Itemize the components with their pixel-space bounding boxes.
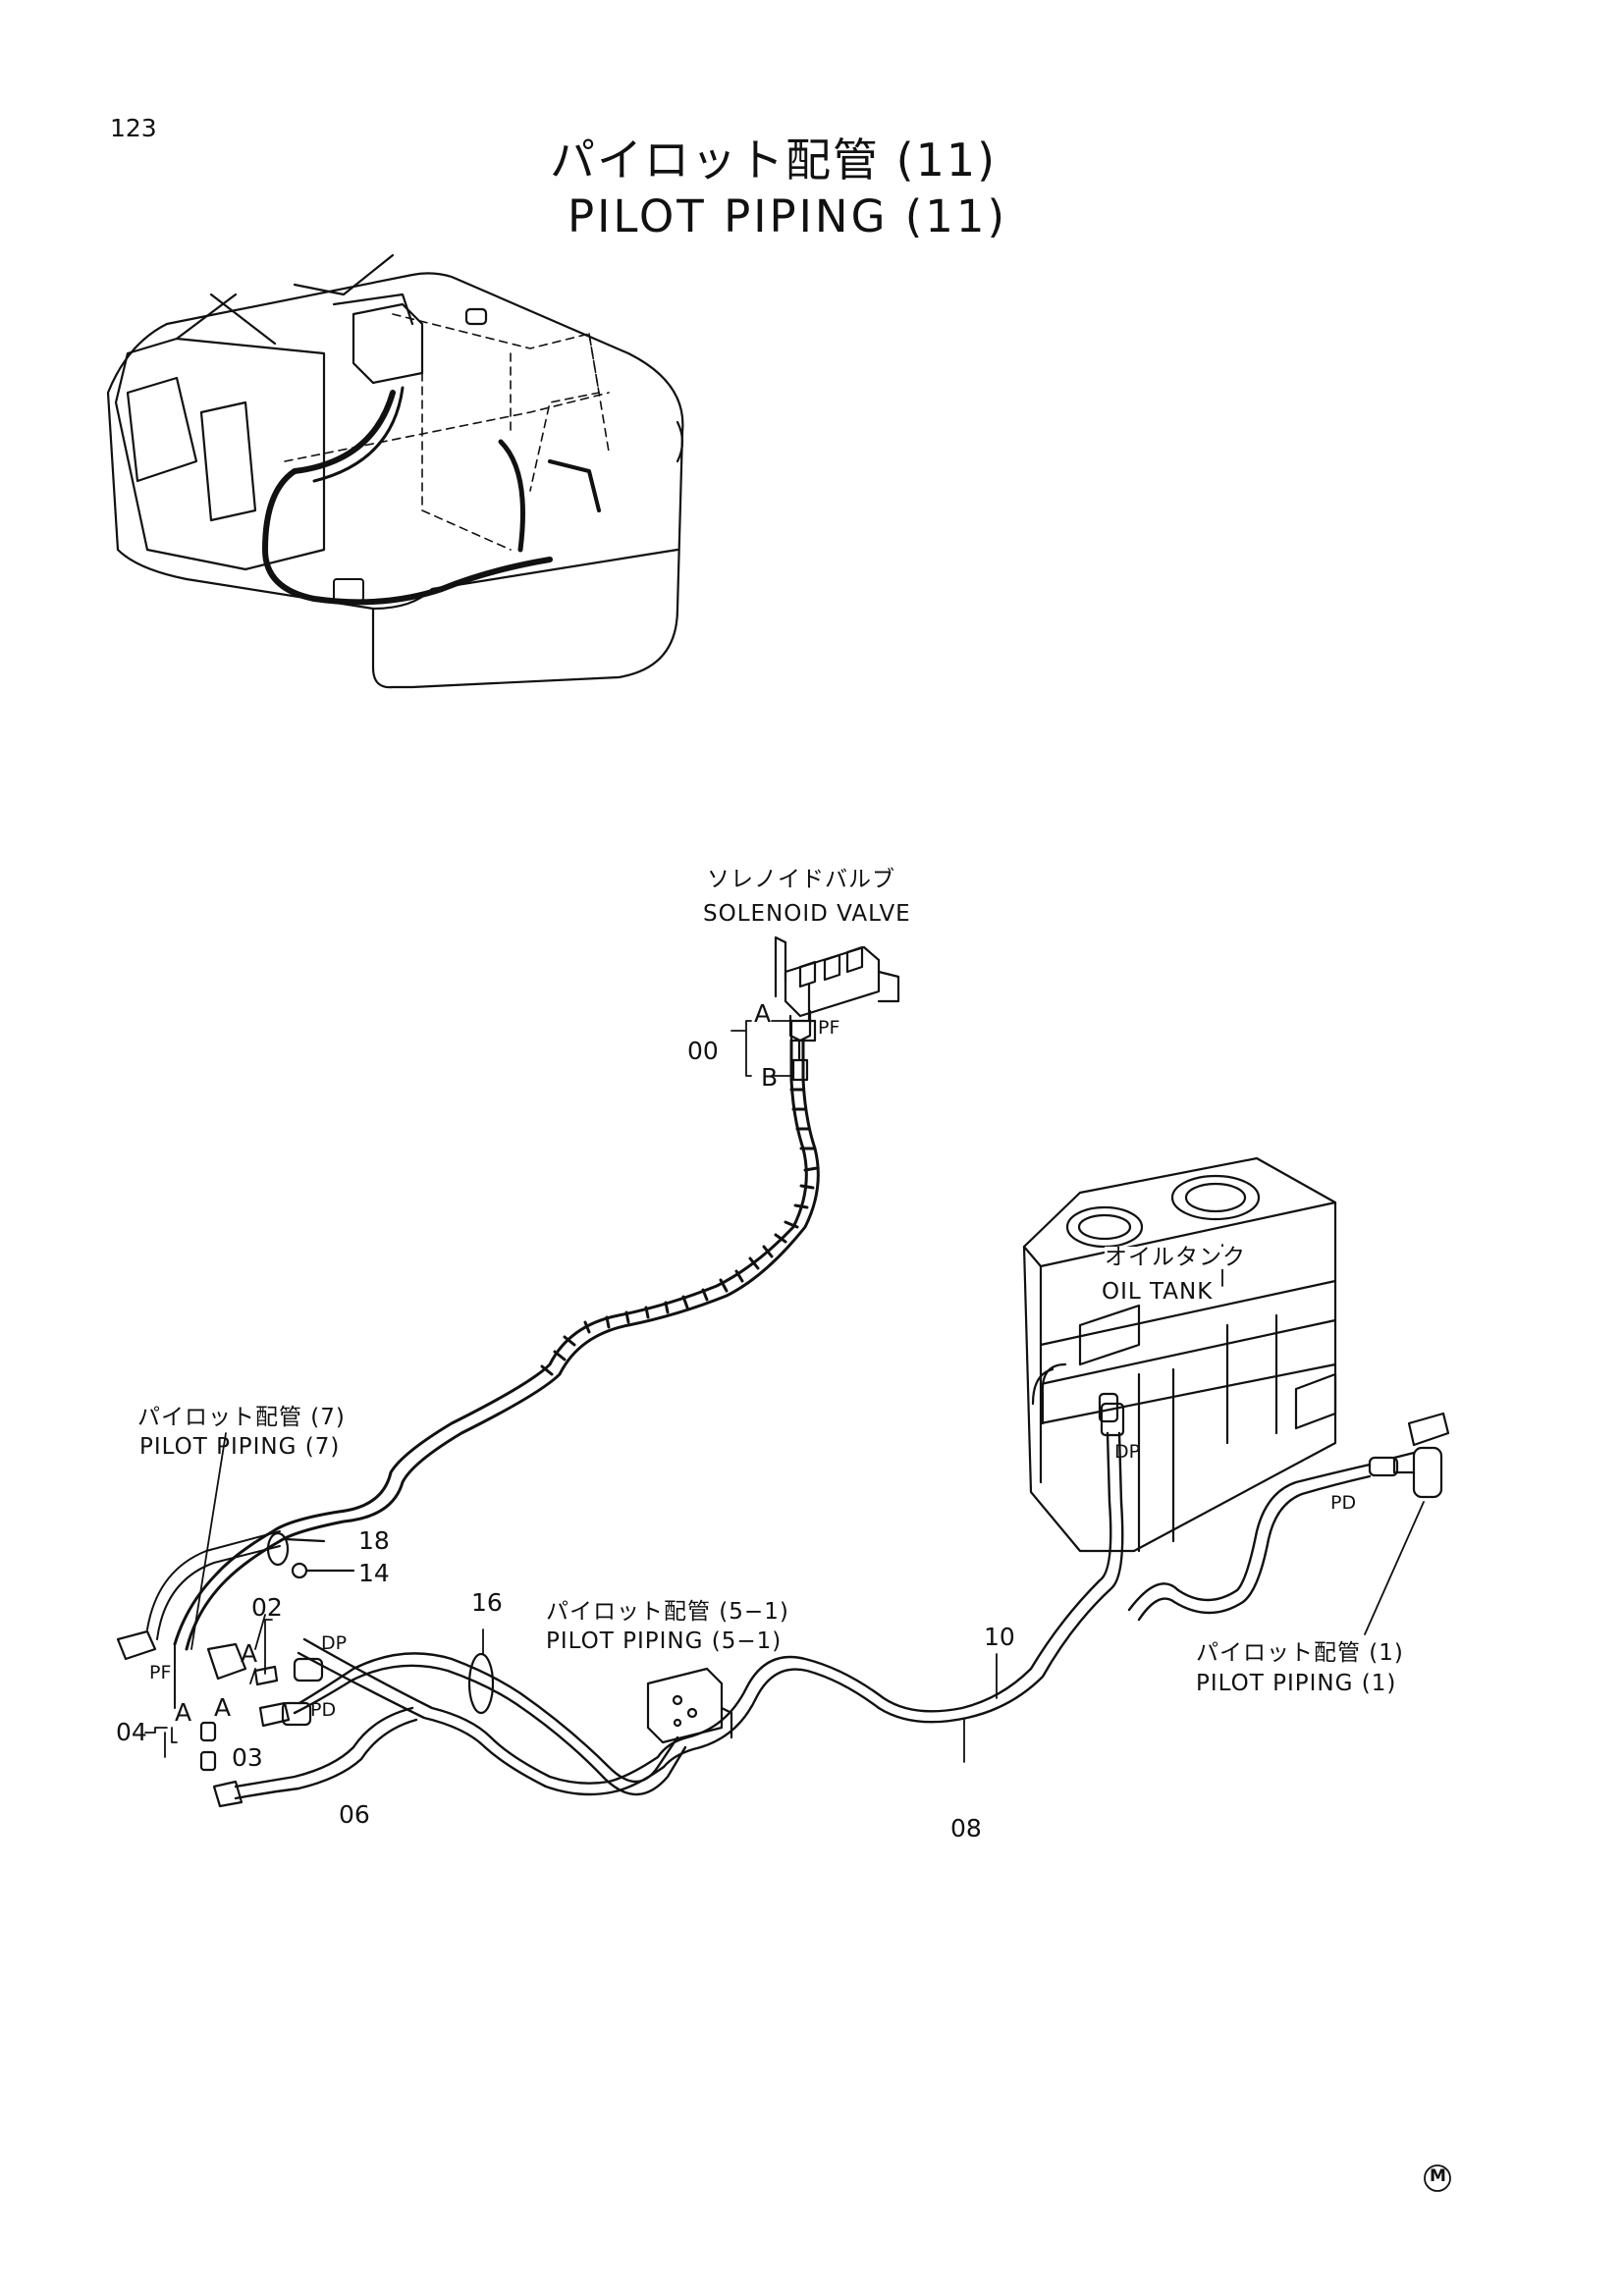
pp7-label-jp: パイロット配管 (7) — [137, 1405, 346, 1430]
callout-10: 10 — [984, 1623, 1015, 1651]
leader-lines — [144, 1020, 1425, 1763]
oil-tank — [1022, 1156, 1337, 1553]
hose-00 — [173, 983, 820, 1651]
hose-06 — [234, 1652, 687, 1800]
m-mark: M — [1430, 2166, 1446, 2186]
pp1-label-en: PILOT PIPING (1) — [1196, 1671, 1397, 1696]
callout-04: 04 — [116, 1718, 147, 1746]
oiltank-label-en: OIL TANK — [1102, 1279, 1214, 1305]
callout-a-left: A — [175, 1698, 192, 1727]
port-pf-left: PF — [149, 1662, 172, 1683]
pilot-filter — [1368, 1412, 1450, 1499]
oiltank-label-jp: オイルタンク — [1105, 1245, 1246, 1270]
pp51-label-en: PILOT PIPING (5−1) — [546, 1629, 783, 1654]
callout-16: 16 — [471, 1588, 503, 1617]
left-fittings — [116, 1530, 324, 1808]
callout-14: 14 — [358, 1559, 390, 1587]
pp1-label-jp: パイロット配管 (1) — [1196, 1640, 1404, 1666]
port-dp-left: DP — [321, 1632, 348, 1654]
callout-a-low: A — [214, 1693, 232, 1722]
callout-02: 02 — [251, 1593, 283, 1622]
callout-00: 00 — [687, 1037, 719, 1065]
bolt-14 — [291, 1562, 355, 1579]
m-mark-circle — [1424, 2164, 1451, 2192]
solenoid-label-en: SOLENOID VALVE — [703, 901, 911, 927]
hose-08-10 — [297, 1402, 1372, 1796]
port-pd-filter: PD — [1330, 1492, 1357, 1514]
page-number: 123 — [110, 114, 157, 142]
callout-a-mid: A — [241, 1639, 258, 1668]
solenoid-label-jp: ソレノイドバルブ — [707, 867, 895, 892]
pp7-label-en: PILOT PIPING (7) — [139, 1434, 341, 1460]
valve-manifold — [646, 1667, 733, 1744]
callout-b: B — [761, 1063, 779, 1092]
pp51-label-jp: パイロット配管 (5−1) — [546, 1599, 789, 1625]
title-english: PILOT PIPING (11) — [568, 190, 1008, 242]
callout-08: 08 — [950, 1814, 982, 1842]
excavator-inset — [106, 253, 684, 689]
callout-a-top: A — [754, 999, 772, 1028]
title-japanese: パイロット配管 (11) — [550, 133, 998, 187]
port-pf-solenoid: PF — [818, 1017, 840, 1039]
clamp-16 — [467, 1652, 495, 1715]
clamp-18 — [266, 1531, 326, 1567]
callout-06: 06 — [339, 1800, 370, 1829]
port-dp-tank: DP — [1114, 1441, 1141, 1463]
port-pd-left: PD — [310, 1699, 337, 1721]
callout-03: 03 — [232, 1743, 263, 1772]
callout-18: 18 — [358, 1526, 390, 1555]
